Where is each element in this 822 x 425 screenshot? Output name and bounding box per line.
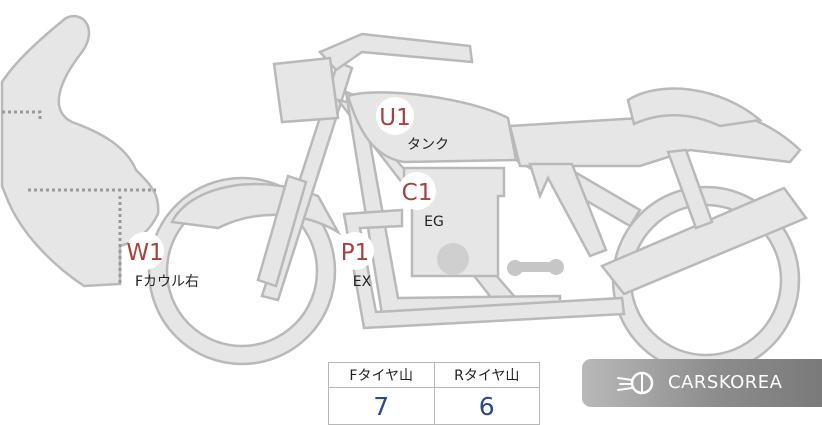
marker-u1: U1 タンク <box>376 97 449 153</box>
tail-cowl <box>626 87 763 128</box>
rear-tire-header: Rタイヤ山 <box>433 362 540 388</box>
marker-c1-code: C1 <box>402 180 433 206</box>
muffler <box>600 186 808 296</box>
handlebar <box>317 32 474 72</box>
rear-tire-value: 6 <box>433 387 540 425</box>
front-cowl <box>0 15 160 288</box>
marker-w1: W1 Fカウル右 <box>126 232 199 290</box>
rear-shock <box>528 162 608 258</box>
marker-c1-label: EG <box>424 214 444 230</box>
marker-p1: P1 EX <box>336 232 374 290</box>
brand-watermark: CARSKOREA <box>582 359 822 407</box>
front-tire-header: Fタイヤ山 <box>328 362 435 388</box>
marker-w1-code: W1 <box>126 240 163 266</box>
carskorea-logo-icon <box>617 371 654 395</box>
rear-frame <box>666 148 714 230</box>
marker-u1-code: U1 <box>379 105 410 131</box>
marker-c1: C1 EG <box>398 172 444 230</box>
headlight-bracket <box>272 56 340 124</box>
brand-name: CARSKOREA <box>668 372 783 393</box>
engine-cover <box>437 243 469 275</box>
fork-tube <box>256 174 308 288</box>
marker-u1-label: タンク <box>407 137 449 153</box>
front-tire-value: 7 <box>328 387 435 425</box>
marker-w1-label: Fカウル右 <box>135 274 199 290</box>
swingarm-link <box>512 262 560 272</box>
exhaust-pipe <box>342 208 626 330</box>
tire-tread-table: Fタイヤ山 Rタイヤ山 7 6 <box>328 362 540 425</box>
table-value-row: 7 6 <box>328 387 540 425</box>
marker-p1-label: EX <box>353 274 372 290</box>
cowl-dotted-top <box>2 110 42 120</box>
table-header-row: Fタイヤ山 Rタイヤ山 <box>328 362 540 388</box>
marker-p1-code: P1 <box>341 240 370 266</box>
